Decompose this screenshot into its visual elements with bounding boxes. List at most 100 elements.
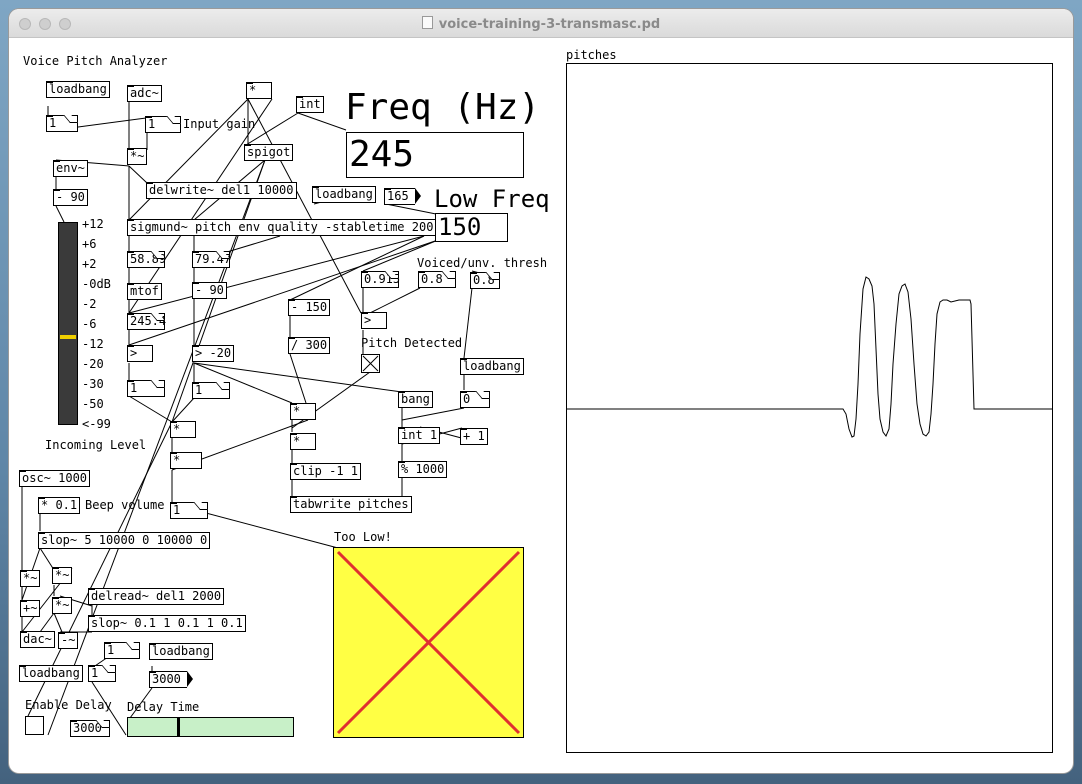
freq-value: 245 <box>349 134 415 175</box>
number-box-one-c[interactable]: 1 <box>88 665 116 682</box>
delay-slider-knob[interactable] <box>177 718 180 736</box>
number-box-loadbang[interactable]: 1 <box>46 115 78 132</box>
pitches-graph[interactable] <box>566 63 1053 753</box>
plus-signal-object[interactable]: +~ <box>20 600 41 617</box>
multiply-object-a[interactable]: * <box>170 421 196 438</box>
multiply-object-c[interactable]: * <box>290 403 316 420</box>
pitch-detected-label: Pitch Detected <box>361 336 463 350</box>
input-gain-number[interactable]: 1 <box>145 116 181 133</box>
loadbang-object[interactable]: loadbang <box>46 81 110 98</box>
vu-tick-label: -0dB <box>82 277 111 291</box>
vu-tick-label: -20 <box>82 357 104 371</box>
minus-90-object-2[interactable]: - 90 <box>192 282 227 299</box>
env-number[interactable]: 79.47 <box>192 251 231 268</box>
thresh-number-b[interactable]: 0.8 <box>470 272 500 289</box>
loadbang-object-5[interactable]: loadbang <box>149 643 213 660</box>
vu-tick-label: +12 <box>82 217 104 231</box>
divide-300-object[interactable]: / 300 <box>288 337 331 354</box>
enable-delay-toggle[interactable] <box>25 716 44 735</box>
dac-object[interactable]: dac~ <box>20 631 55 648</box>
number-box-gt[interactable]: 1 <box>127 380 165 397</box>
clip-object[interactable]: clip -1 1 <box>290 463 362 480</box>
incoming-level-vu-meter <box>58 222 78 425</box>
beep-volume-label: Beep volume <box>85 498 165 512</box>
too-low-indicator <box>333 547 524 738</box>
number-box-c[interactable]: 1 <box>170 502 208 519</box>
toggle-x-icon <box>362 355 379 372</box>
freq-hz-heading: Freq (Hz) <box>345 87 541 128</box>
input-gain-label: Input gain <box>183 117 256 131</box>
multiply-signal-object-3[interactable]: *~ <box>52 567 73 584</box>
window-title: voice-training-3-transmasc.pd <box>9 16 1073 32</box>
int-1-object[interactable]: int 1 <box>398 427 441 444</box>
vu-tick-label: -30 <box>82 377 104 391</box>
int-object[interactable]: int <box>296 96 324 113</box>
multiply-object-d[interactable]: * <box>290 433 316 450</box>
delay-time-number[interactable]: 3000 <box>70 720 110 737</box>
greater-than-minus-20-object[interactable]: > -20 <box>192 345 235 362</box>
message-3000[interactable]: 3000 <box>149 671 193 688</box>
modulo-1000-object[interactable]: % 1000 <box>398 461 448 478</box>
vu-tick-label: -2 <box>82 297 97 311</box>
low-freq-heading: Low Freq <box>434 185 550 213</box>
freq-display[interactable]: 245 <box>346 132 524 178</box>
adc-object[interactable]: adc~ <box>127 85 162 102</box>
env-object[interactable]: env~ <box>53 160 88 177</box>
spigot-object[interactable]: spigot <box>244 144 294 161</box>
freq-number-small[interactable]: 245.4 <box>127 313 166 330</box>
multiply-object-top[interactable]: * <box>246 82 272 99</box>
zoom-button[interactable] <box>59 18 71 30</box>
loadbang-object-2[interactable]: loadbang <box>312 186 376 203</box>
low-freq-value: 150 <box>438 213 482 241</box>
osc-object[interactable]: osc~ 1000 <box>19 470 91 487</box>
multiply-0.1-object[interactable]: * 0.1 <box>38 497 81 514</box>
close-button[interactable] <box>19 18 31 30</box>
vu-tick-label: -12 <box>82 337 104 351</box>
plus-1-object[interactable]: + 1 <box>460 428 488 445</box>
vu-tick-label: +2 <box>82 257 97 271</box>
enable-delay-label: Enable Delay <box>25 698 112 712</box>
tabwrite-object[interactable]: tabwrite pitches <box>290 496 412 513</box>
thresh-number-a[interactable]: 0.8 <box>418 271 456 288</box>
slop-object-1[interactable]: slop~ 5 10000 0 10000 0 <box>38 532 211 549</box>
sigmund-object[interactable]: sigmund~ pitch env quality -stabletime 2… <box>126 219 437 236</box>
multiply-object-b[interactable]: * <box>170 452 202 469</box>
loadbang-object-3[interactable]: loadbang <box>460 358 524 375</box>
number-box-gt20[interactable]: 1 <box>192 382 230 399</box>
bang-message[interactable]: bang <box>398 391 433 408</box>
greater-than-quality-object[interactable]: > <box>361 312 387 329</box>
minus-signal-object[interactable]: -~ <box>58 632 79 649</box>
number-box-one-b[interactable]: 1 <box>104 642 140 659</box>
minus-90-object[interactable]: - 90 <box>53 189 88 206</box>
incoming-level-label: Incoming Level <box>45 438 147 452</box>
pitch-detected-toggle[interactable] <box>361 354 380 373</box>
minimize-button[interactable] <box>39 18 51 30</box>
vu-tick-label: -50 <box>82 397 104 411</box>
minus-150-object[interactable]: - 150 <box>288 299 331 316</box>
message-165[interactable]: 165 <box>384 188 421 205</box>
voiced-thresh-label: Voiced/unv. thresh <box>417 256 548 270</box>
slop-object-2[interactable]: slop~ 0.1 1 0.1 1 0.1 <box>88 615 246 632</box>
low-freq-number[interactable]: 150 <box>435 213 508 242</box>
multiply-signal-object-4[interactable]: *~ <box>52 597 73 614</box>
mtof-object[interactable]: mtof <box>127 283 162 300</box>
delwrite-object[interactable]: delwrite~ del1 10000 <box>146 182 297 199</box>
vu-level-bar <box>60 335 76 339</box>
delay-time-slider[interactable] <box>127 717 294 737</box>
too-low-label: Too Low! <box>334 530 392 544</box>
number-box-zero[interactable]: 0 <box>460 391 490 408</box>
loadbang-object-4[interactable]: loadbang <box>19 665 83 682</box>
greater-than-object[interactable]: > <box>127 345 153 362</box>
pitches-waveform <box>567 276 1052 438</box>
quality-number[interactable]: 0.915 <box>361 271 400 288</box>
delread-object[interactable]: delread~ del1 2000 <box>88 588 225 605</box>
multiply-signal-object[interactable]: *~ <box>127 148 148 165</box>
too-low-x-icon <box>336 550 521 735</box>
title-bar[interactable]: voice-training-3-transmasc.pd <box>9 9 1073 38</box>
multiply-signal-object-2[interactable]: *~ <box>20 570 41 587</box>
analyzer-title: Voice Pitch Analyzer <box>23 54 168 68</box>
vu-tick-label: -6 <box>82 317 97 331</box>
pitch-number[interactable]: 58.89 <box>127 251 166 268</box>
delay-time-label: Delay Time <box>127 700 200 714</box>
document-icon <box>421 16 433 29</box>
